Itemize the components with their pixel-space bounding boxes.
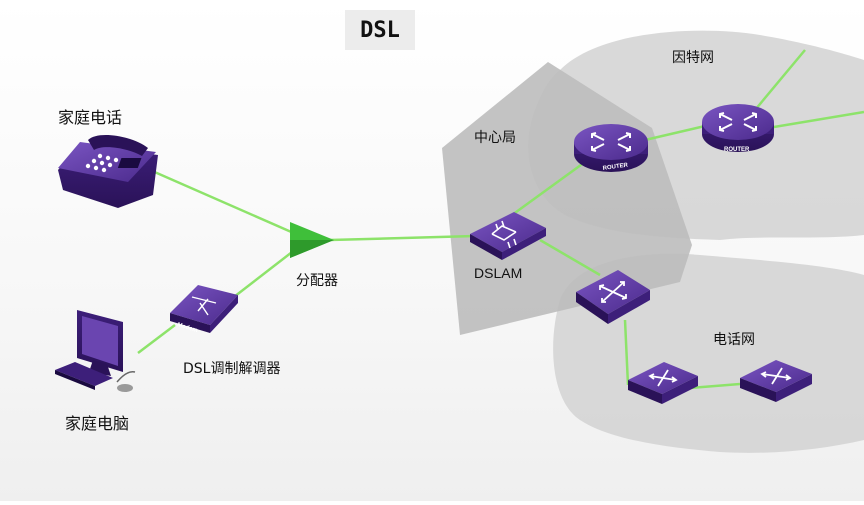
computer-icon bbox=[55, 310, 136, 392]
router-internet-device-label: ROUTER bbox=[724, 147, 750, 153]
link-dslam-switch1 bbox=[539, 238, 601, 277]
phone-network-label: 电话网 bbox=[713, 332, 755, 348]
splitter-shade bbox=[290, 240, 334, 258]
switch-icon-2 bbox=[628, 362, 698, 404]
link-router2-internet-upper bbox=[754, 49, 806, 111]
link-phone-splitter bbox=[149, 168, 306, 240]
dslam-label: DSLAM bbox=[474, 265, 523, 281]
switch-icon-1 bbox=[576, 270, 650, 324]
link-router1-router2 bbox=[644, 124, 706, 142]
link-switch1-switch2 bbox=[623, 319, 630, 386]
central-office-label: 中心局 bbox=[474, 130, 516, 146]
internet-label: 因特网 bbox=[672, 50, 714, 66]
modem-label: DSL调制解调器 bbox=[183, 361, 281, 377]
link-switch2-switch3 bbox=[689, 382, 741, 390]
telephone-icon bbox=[58, 134, 158, 208]
router-icon-central: ROUTER bbox=[574, 124, 648, 172]
link-dslam-router1 bbox=[511, 160, 586, 217]
home-pc-label: 家庭电脑 bbox=[65, 414, 130, 433]
dslam-icon bbox=[470, 212, 546, 260]
splitter-label: 分配器 bbox=[296, 273, 338, 289]
title-box: DSL bbox=[345, 10, 415, 50]
page-title: DSL bbox=[360, 17, 400, 43]
link-splitter-dslam bbox=[329, 234, 476, 242]
modem-device-label: Modem bbox=[176, 322, 198, 334]
link-router2-internet-right bbox=[767, 110, 864, 130]
router-central-device-label: ROUTER bbox=[602, 162, 629, 172]
home-phone-label: 家庭电话 bbox=[58, 108, 123, 127]
switch-icon-3 bbox=[740, 360, 812, 402]
router-icon-internet: ROUTER bbox=[702, 104, 774, 153]
link-modem-pc bbox=[137, 324, 176, 354]
modem-icon: Modem bbox=[170, 285, 238, 334]
links bbox=[137, 49, 864, 390]
